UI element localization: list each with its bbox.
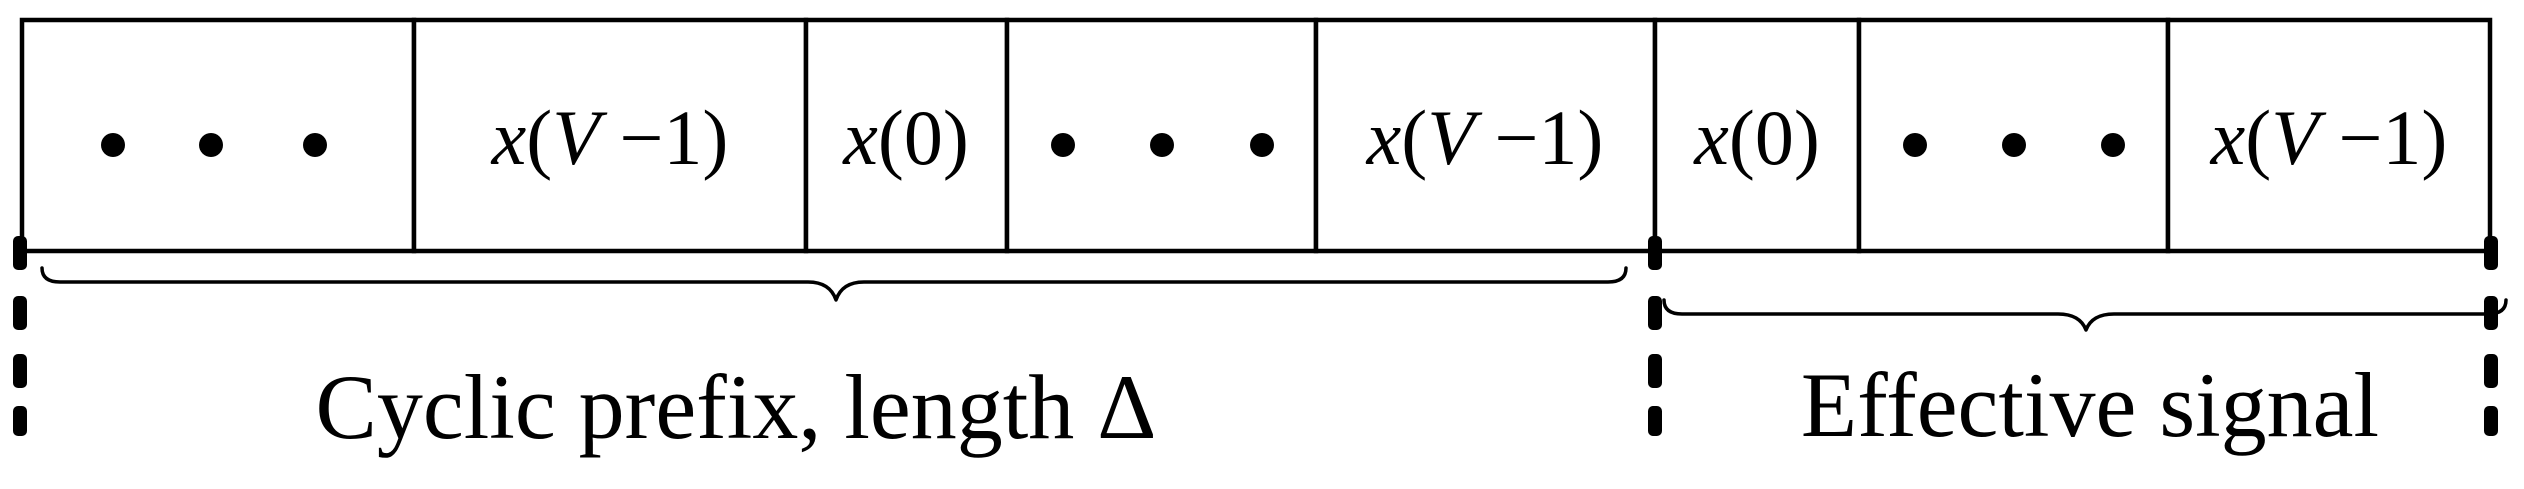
boundary-marker-middle (1648, 236, 1662, 436)
marker-dash (1648, 406, 1662, 436)
dot (2101, 133, 2125, 157)
ellipsis-dots-cell-4 (1051, 133, 1274, 157)
cell-5-formula: x(V −1) (1366, 94, 1604, 181)
dot (303, 133, 327, 157)
dot (2002, 133, 2026, 157)
marker-dash (2484, 236, 2498, 270)
cell-6-formula: x(0) (1693, 94, 1820, 181)
marker-dash (1648, 296, 1662, 330)
cyclic-prefix-brace (40, 266, 1628, 302)
ellipsis-dots-cell-1 (101, 133, 327, 157)
cell-8-formula: x(V −1) (2210, 94, 2448, 181)
dot (101, 133, 125, 157)
cell-2 (411, 17, 809, 254)
marker-dash (13, 406, 27, 436)
marker-dash (13, 236, 27, 270)
dot (1903, 133, 1927, 157)
effective-signal-label: Effective signal (1801, 354, 2379, 456)
cell-3 (803, 17, 1010, 254)
boundary-marker-left (13, 236, 27, 436)
cyclic-prefix-label: Cyclic prefix, length Δ (316, 356, 1157, 458)
marker-dash (1648, 354, 1662, 388)
dot (1250, 133, 1274, 157)
marker-dash (1648, 236, 1662, 270)
marker-dash (13, 296, 27, 330)
cell-6 (1652, 17, 1862, 254)
cell-5 (1313, 17, 1658, 254)
boundary-marker-right (2484, 236, 2498, 436)
dot (199, 133, 223, 157)
cell-8 (2165, 17, 2493, 254)
dot (1150, 133, 1174, 157)
effective-signal-brace (1662, 298, 2508, 332)
marker-dash (2484, 406, 2498, 436)
marker-dash (2484, 354, 2498, 388)
cell-2-formula: x(V −1) (491, 94, 729, 181)
cell-3-formula: x(0) (842, 94, 969, 181)
marker-dash (13, 354, 27, 388)
dot (1051, 133, 1075, 157)
ellipsis-dots-cell-7 (1903, 133, 2125, 157)
